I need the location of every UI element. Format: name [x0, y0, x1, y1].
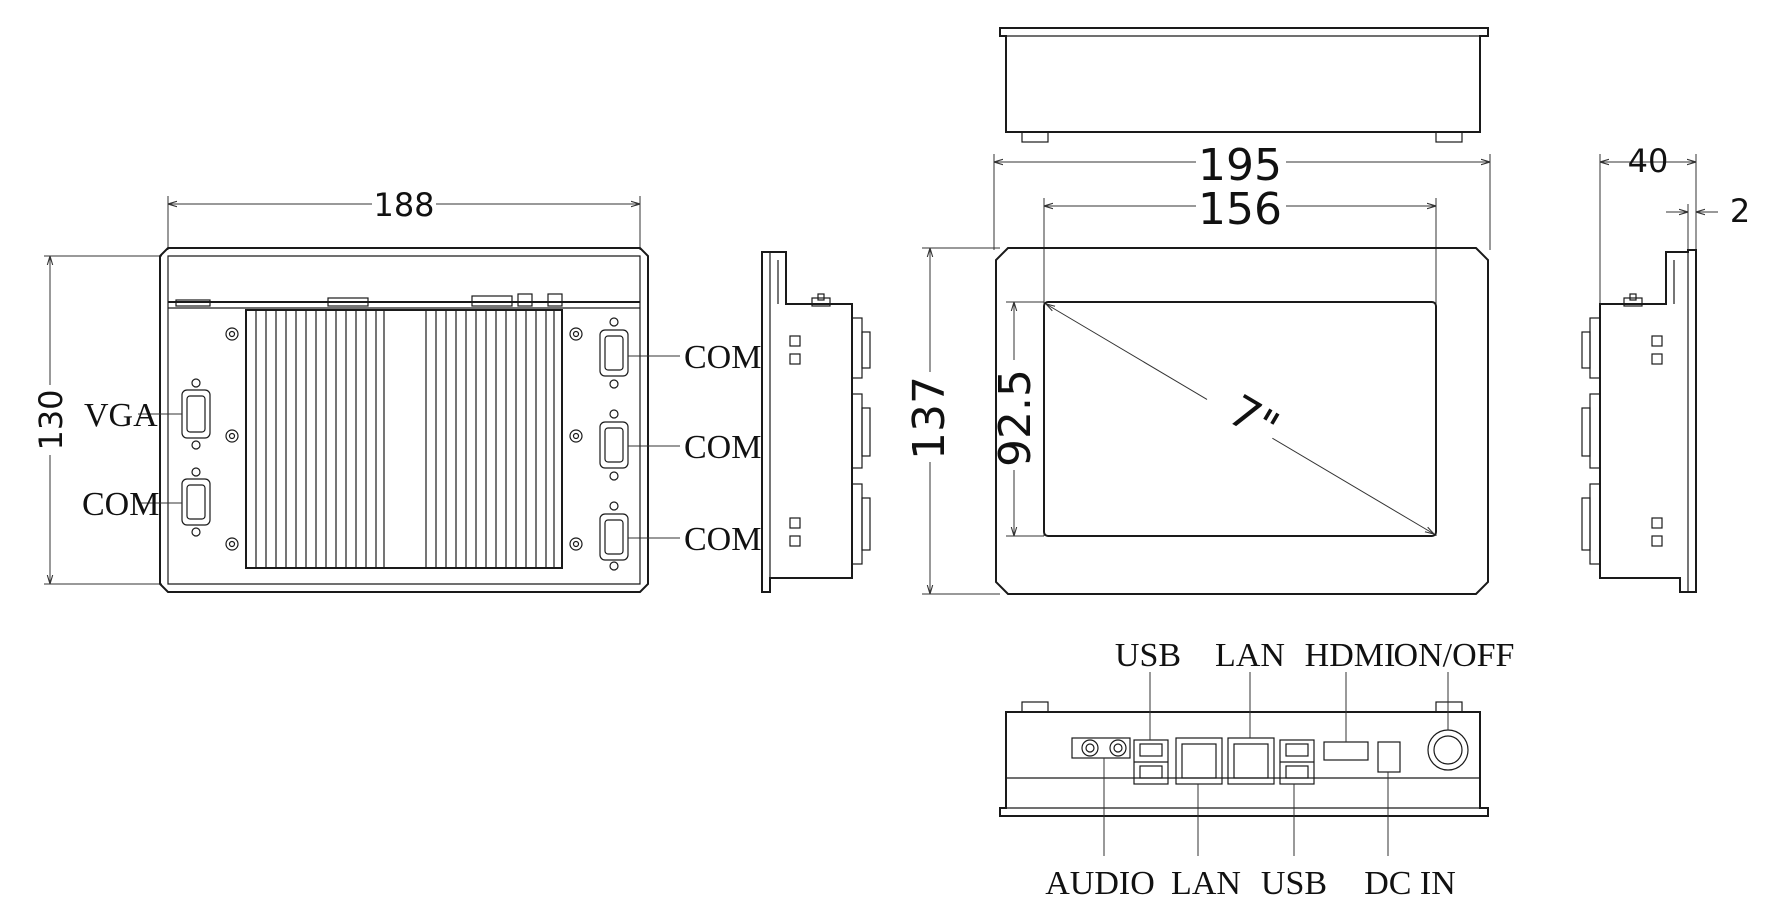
rear-view: 188 130 [32, 186, 761, 593]
display-area [1043, 301, 1437, 537]
dc-in-port [1377, 741, 1401, 773]
side-right-knob [1623, 297, 1643, 307]
label-lan-top: LAN [1215, 637, 1285, 674]
label-com-right-3: COM [684, 521, 761, 558]
rear-top-tab [547, 293, 563, 307]
heatsink-fins [255, 310, 555, 568]
dim-rear-height: 130 [32, 389, 70, 450]
com-connector-right-2 [599, 409, 629, 481]
top-foot-left [1021, 131, 1049, 143]
usb-port-left [1133, 739, 1169, 785]
label-usb-top: USB [1115, 637, 1181, 674]
top-outline [999, 27, 1489, 133]
front-bezel-outline [995, 247, 1489, 595]
label-on-off: ON/OFF [1394, 637, 1515, 674]
rear-top-tab [517, 293, 533, 307]
side-right-ports [1581, 317, 1601, 565]
dim-depth: 40 [1628, 142, 1669, 180]
side-left-outline [761, 251, 853, 593]
side-left-knob [817, 293, 825, 301]
rear-screws [225, 327, 583, 551]
rear-chassis-inner [167, 255, 641, 585]
hdmi-port [1323, 741, 1369, 761]
rear-chassis-outline [159, 247, 649, 593]
bottom-outline [999, 711, 1489, 817]
side-right-outline [1599, 249, 1697, 593]
dim-front-width: 195 [1198, 140, 1282, 191]
label-com-right-1: COM [684, 339, 761, 376]
rear-top-tab [327, 297, 369, 307]
label-vga: VGA [84, 397, 158, 434]
label-com-right-2: COM [684, 429, 761, 466]
dim-rear-width: 188 [373, 186, 434, 224]
bottom-foot-left [1021, 701, 1049, 713]
rear-top-tab [471, 295, 513, 307]
label-lan-bottom: LAN [1171, 865, 1241, 902]
label-audio: AUDIO [1045, 865, 1155, 902]
side-left-vents [789, 335, 801, 547]
rear-top-tab [175, 299, 211, 307]
lan-port-right [1227, 737, 1275, 785]
left-side-view [761, 251, 871, 593]
label-com-left: COM [82, 486, 159, 523]
dim-front-height: 137 [904, 376, 955, 460]
usb-port-right [1279, 739, 1315, 785]
label-hdmi: HDMI [1305, 637, 1396, 674]
dim-screen-width: 156 [1198, 184, 1282, 235]
lan-port-left [1175, 737, 1223, 785]
side-left-knob [811, 297, 831, 307]
audio-ports [1071, 737, 1131, 759]
heatsink [245, 309, 563, 569]
top-view [999, 27, 1489, 143]
dim-bezel: 2 [1730, 192, 1750, 230]
vga-connector [181, 378, 211, 450]
side-right-vents [1651, 335, 1663, 547]
right-side-view: 40 2 [1581, 142, 1750, 593]
front-view: 195 156 137 92.5 7" [904, 140, 1491, 595]
label-dc-in: DC IN [1364, 865, 1456, 902]
bottom-view: USB LAN HDMI ON/OFF AUDIO LAN USB DC IN [999, 637, 1515, 902]
bottom-foot-right [1435, 701, 1463, 713]
dim-screen-height: 92.5 [990, 369, 1041, 467]
label-usb-bottom: USB [1261, 865, 1327, 902]
com-connector-right-1 [599, 317, 629, 389]
power-button [1427, 729, 1469, 771]
bottom-leaders [1103, 672, 1449, 856]
com-connector-left [181, 467, 211, 537]
com-connector-right-3 [599, 501, 629, 571]
side-left-ports [851, 317, 871, 565]
top-foot-right [1435, 131, 1463, 143]
side-right-knob [1629, 293, 1637, 301]
